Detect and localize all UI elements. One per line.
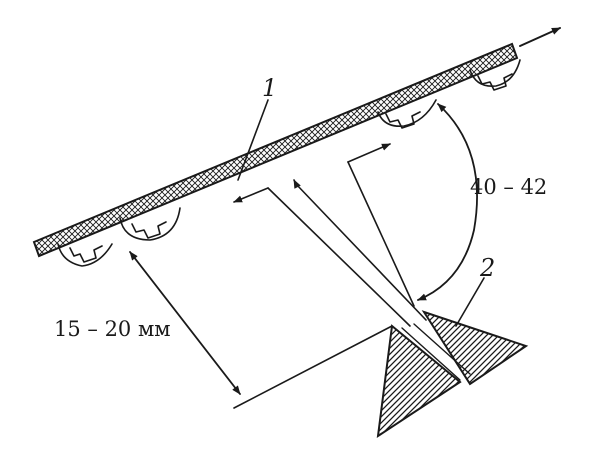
label-distance: 15 – 20 мм — [54, 317, 171, 341]
gripper-left — [58, 244, 112, 266]
label-part-1: 1 — [262, 74, 277, 102]
angle-arc — [418, 104, 477, 300]
direction-arrow — [520, 28, 560, 46]
leader-line-2 — [456, 278, 484, 326]
arrow-guide-left — [234, 188, 268, 202]
arrow-guide-inner — [348, 144, 390, 162]
distance-extension-line — [234, 326, 392, 408]
guide-line-outer — [268, 188, 410, 326]
label-part-2: 2 — [479, 254, 495, 282]
arrow-guide-mid — [294, 180, 296, 184]
guide-line-mid — [296, 184, 426, 320]
guide-line-inner — [348, 162, 414, 306]
label-angle: 40 – 42 — [470, 175, 547, 199]
